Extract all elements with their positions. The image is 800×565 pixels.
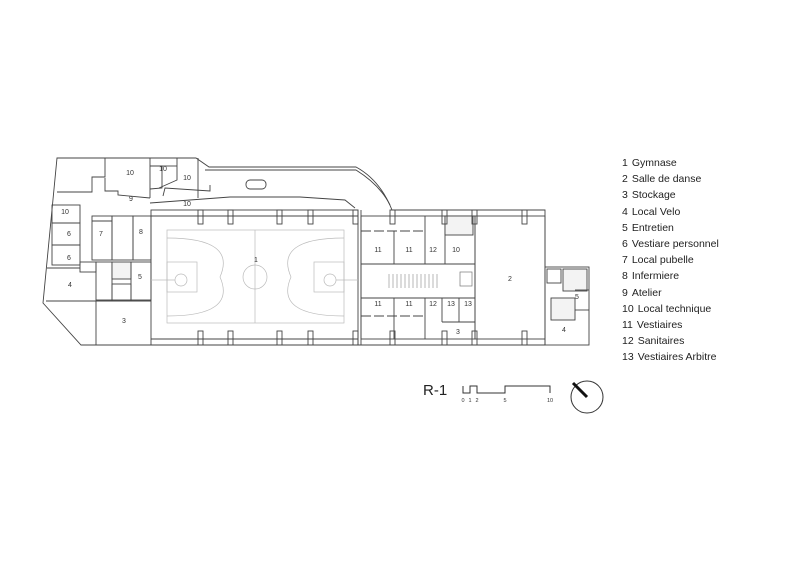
room-number: 4 xyxy=(68,282,72,289)
legend-label: Infermiere xyxy=(631,270,680,283)
room-number: 8 xyxy=(139,229,143,236)
walls xyxy=(42,157,590,346)
legend-number: 5 xyxy=(622,221,628,234)
room-number: 5 xyxy=(138,274,142,281)
legend-number: 13 xyxy=(622,351,634,364)
legend-label: Entretien xyxy=(631,221,674,234)
legend-number: 6 xyxy=(622,238,628,251)
legend-label: Sanitaires xyxy=(637,335,685,348)
legend-label: Vestiaires xyxy=(636,319,683,332)
room-number: 11 xyxy=(405,301,412,308)
room-number: 11 xyxy=(374,301,381,308)
legend-label: Local pubelle xyxy=(631,254,694,267)
legend-number: 11 xyxy=(622,319,633,332)
legend-number: 2 xyxy=(622,173,628,186)
legend-number: 3 xyxy=(622,189,628,202)
scale-tick-label: 5 xyxy=(503,398,506,404)
legend-number: 12 xyxy=(622,335,634,348)
room-number: 12 xyxy=(429,247,437,254)
level-label: R-1 xyxy=(423,382,448,399)
room-number: 11 xyxy=(374,247,381,254)
room-number: 11 xyxy=(405,247,412,254)
room-number: 10 xyxy=(183,175,191,182)
room-number: 12 xyxy=(429,301,437,308)
legend-label: Salle de danse xyxy=(631,173,702,186)
room-number: 2 xyxy=(508,276,512,283)
scale-bar xyxy=(462,385,551,394)
scale-tick-label: 2 xyxy=(475,398,478,404)
legend-label: Local technique xyxy=(637,302,712,315)
room-number: 1 xyxy=(254,257,258,264)
legend-label: Vestiaires Arbitre xyxy=(637,351,717,364)
legend-label: Gymnase xyxy=(631,157,677,169)
legend-number: 4 xyxy=(622,205,628,218)
legend-label: Atelier xyxy=(631,286,662,299)
scale-tick-label: 10 xyxy=(547,398,553,404)
legend-number: 8 xyxy=(622,270,628,283)
legend-number: 9 xyxy=(622,286,628,299)
scale-tick-label: 1 xyxy=(468,398,471,404)
legend-number: 10 xyxy=(622,302,634,315)
room-number: 10 xyxy=(61,209,69,216)
room-number: 6 xyxy=(67,231,71,238)
room-number: 7 xyxy=(99,231,103,238)
north-arrow-icon xyxy=(570,380,604,414)
legend-number: 1 xyxy=(622,157,628,169)
room-number: 10 xyxy=(159,166,167,173)
legend-number: 7 xyxy=(622,254,628,267)
legend-label: Vestiare personnel xyxy=(631,238,719,251)
room-number: 10 xyxy=(452,247,460,254)
legend-label: Local Velo xyxy=(631,205,681,218)
room-number: 9 xyxy=(129,196,133,203)
room-number: 10 xyxy=(126,170,134,177)
room-number: 3 xyxy=(122,318,126,325)
room-number: 3 xyxy=(456,329,460,336)
legend-label: Stockage xyxy=(631,189,676,202)
room-number: 13 xyxy=(447,301,455,308)
scale-tick-label: 0 xyxy=(461,398,464,404)
basketball-court xyxy=(151,229,473,324)
room-number: 10 xyxy=(183,201,191,208)
room-number: 4 xyxy=(562,327,566,334)
room-number: 13 xyxy=(464,301,472,308)
room-number: 5 xyxy=(575,294,579,301)
room-number: 6 xyxy=(67,255,71,262)
